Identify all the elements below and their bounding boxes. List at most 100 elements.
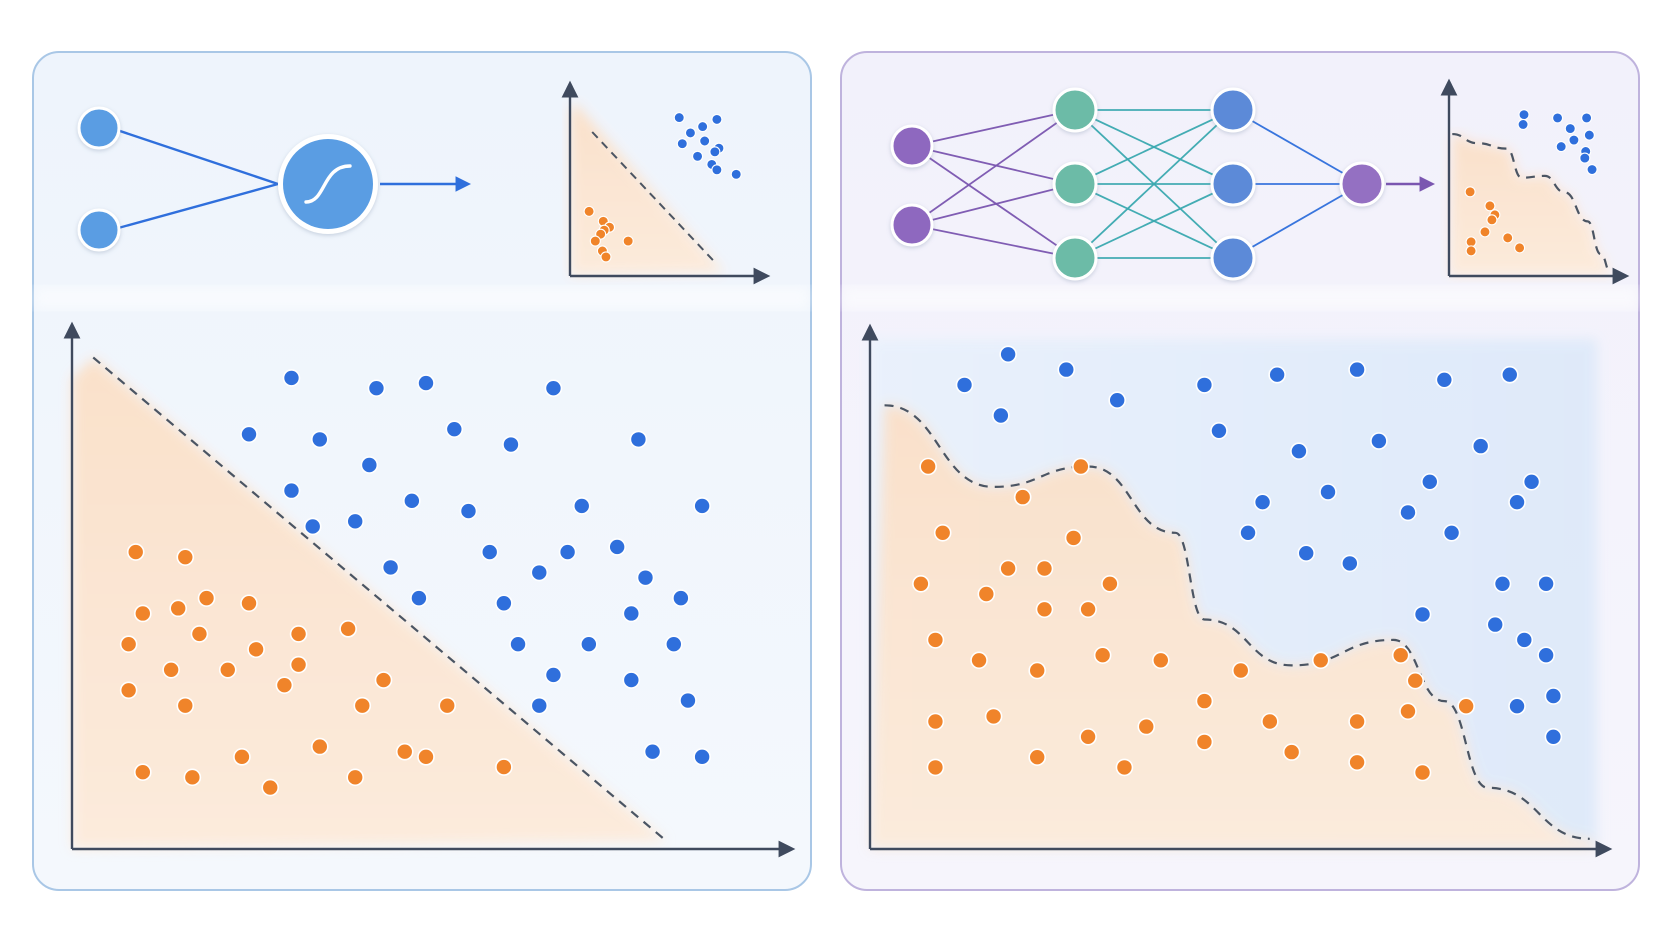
linear-class-a-point-24 [672,589,690,607]
linear-class-b-point-4 [240,594,258,613]
layer-2-node-3 [1052,235,1098,281]
nonlinear-class-a-point-7 [1268,365,1286,384]
nonlinear-class-b-point-9 [1101,574,1119,593]
nonlinear-class-b-point-22 [984,707,1003,726]
nonlinear-class-b-point-5 [1064,529,1083,547]
linear-class-a-point-32 [622,671,641,689]
nonlinear-class-b-point-28 [1399,702,1417,721]
linear-class-a-point-28 [509,635,527,654]
linear-class-a-point-5 [240,425,258,444]
linear-main-decision-boundary [92,356,668,843]
linear-mini-class-a-point-1 [673,112,685,124]
nonlinear-mini-class-a-point-7 [1568,134,1580,146]
nonlinear-class-a-point-10 [1500,365,1519,384]
linear-class-b-point-16 [119,681,138,700]
nonlinear-class-b-point-8 [977,585,996,603]
input-node-1 [77,106,121,150]
linear-class-b-point-29 [495,758,513,776]
nonlinear-main-plot [861,323,1613,858]
nonlinear-mini-class-b-point-5 [1479,226,1491,238]
linear-class-b-point-8 [119,635,138,654]
linear-class-a-point-17 [346,512,365,531]
nonlinear-header-divider [842,286,1638,310]
edge-l2-3-to-1 [1074,109,1234,259]
linear-class-a-point-19 [558,543,577,561]
edge-l3-1-to-1 [1232,109,1363,185]
linear-mini-class-a-point-3 [697,121,709,133]
nonlinear-class-b-point-14 [1093,646,1112,665]
linear-mini-class-a-point-8 [709,146,721,158]
linear-class-a-point-31 [544,666,563,684]
linear-class-a-point-33 [530,696,549,715]
nonlinear-mini-class-a-point-1 [1518,109,1530,121]
linear-class-b-point-17 [176,696,195,715]
nonlinear-class-a-point-15 [1420,472,1439,491]
nonlinear-class-b-point-25 [1195,692,1214,710]
nonlinear-class-b-point-16 [970,651,988,670]
nonlinear-class-a-point-24 [1442,523,1461,542]
nonlinear-main-decision-boundary [884,404,1590,840]
nonlinear-mini-class-b-point-8 [1465,245,1477,257]
nonlinear-mini-class-b-point-9 [1514,242,1526,254]
nonlinear-class-b-point-23 [1079,727,1097,746]
nonlinear-class-a-point-31 [1544,687,1563,705]
linear-main-class-b-region [72,357,667,849]
edge-l1-1-to-3 [911,145,1076,259]
linear-mini-class-b-point-7 [622,235,634,247]
linear-mini-class-a-point-4 [684,127,696,139]
nonlinear-mini-class-b-point-1 [1464,186,1476,198]
linear-class-b-point-3 [197,589,216,607]
linear-class-a-point-18 [480,543,499,561]
linear-class-b-point-24 [310,737,329,756]
nonlinear-class-b-point-31 [1115,758,1134,777]
linear-class-a-point-11 [282,481,301,500]
nonlinear-class-a-point-29 [1515,631,1534,649]
nonlinear-class-a-point-5 [1108,391,1126,410]
nonlinear-mini-class-b-point-4 [1486,214,1498,226]
nonlinear-class-b-point-1 [919,457,937,476]
linear-class-a-point-26 [495,594,513,613]
linear-class-b-point-21 [134,763,152,782]
linear-class-b-point-9 [190,625,209,643]
nonlinear-class-a-point-2 [1057,360,1076,379]
nonlinear-class-a-point-4 [992,406,1010,425]
edge-l1-1-to-2 [911,145,1076,185]
linear-class-b-point-22 [183,768,202,787]
edge-l3-3-to-1 [1232,183,1363,259]
linear-class-a-point-25 [410,589,428,607]
nonlinear-class-a-point-33 [1544,727,1563,746]
nonlinear-class-b-point-21 [926,712,945,731]
nonlinear-class-a-point-17 [1253,493,1272,512]
linear-header-divider [34,286,810,310]
nonlinear-class-a-point-25 [1493,574,1512,593]
nonlinear-class-a-point-19 [1399,503,1417,522]
nonlinear-class-b-point-18 [1231,661,1250,680]
linear-class-b-point-27 [346,768,365,787]
nonlinear-class-b-point-3 [1013,488,1032,506]
nonlinear-class-a-point-14 [1471,437,1490,455]
linear-class-a-point-23 [636,568,655,587]
nonlinear-mini-plot [1440,78,1630,285]
nonlinear-class-a-point-16 [1522,472,1541,491]
layer-1-node-1 [890,124,934,168]
linear-class-a-point-29 [580,635,598,654]
linear-class-a-point-16 [303,517,322,536]
linear-mini-plot [561,80,771,285]
linear-mini-class-b-point-6 [589,235,601,247]
nonlinear-class-b-point-36 [1457,697,1475,716]
linear-class-a-point-14 [572,497,591,515]
nonlinear-class-a-point-21 [1239,523,1257,542]
nonlinear-mini-class-a-point-4 [1581,112,1593,124]
linear-class-a-point-21 [381,558,400,577]
sigmoid-curve-icon [304,164,352,204]
linear-mini-class-a-point-11 [711,164,723,176]
linear-mini-decision-boundary [591,131,716,263]
nonlinear-class-a-point-22 [1297,544,1315,563]
edge-l1-2-to-2 [911,183,1076,226]
linear-class-a-point-30 [664,635,683,654]
linear-class-b-point-1 [126,543,145,561]
linear-class-b-point-2 [176,548,195,566]
edge-l1-2-to-1 [911,109,1076,226]
linear-class-b-point-7 [289,625,308,643]
